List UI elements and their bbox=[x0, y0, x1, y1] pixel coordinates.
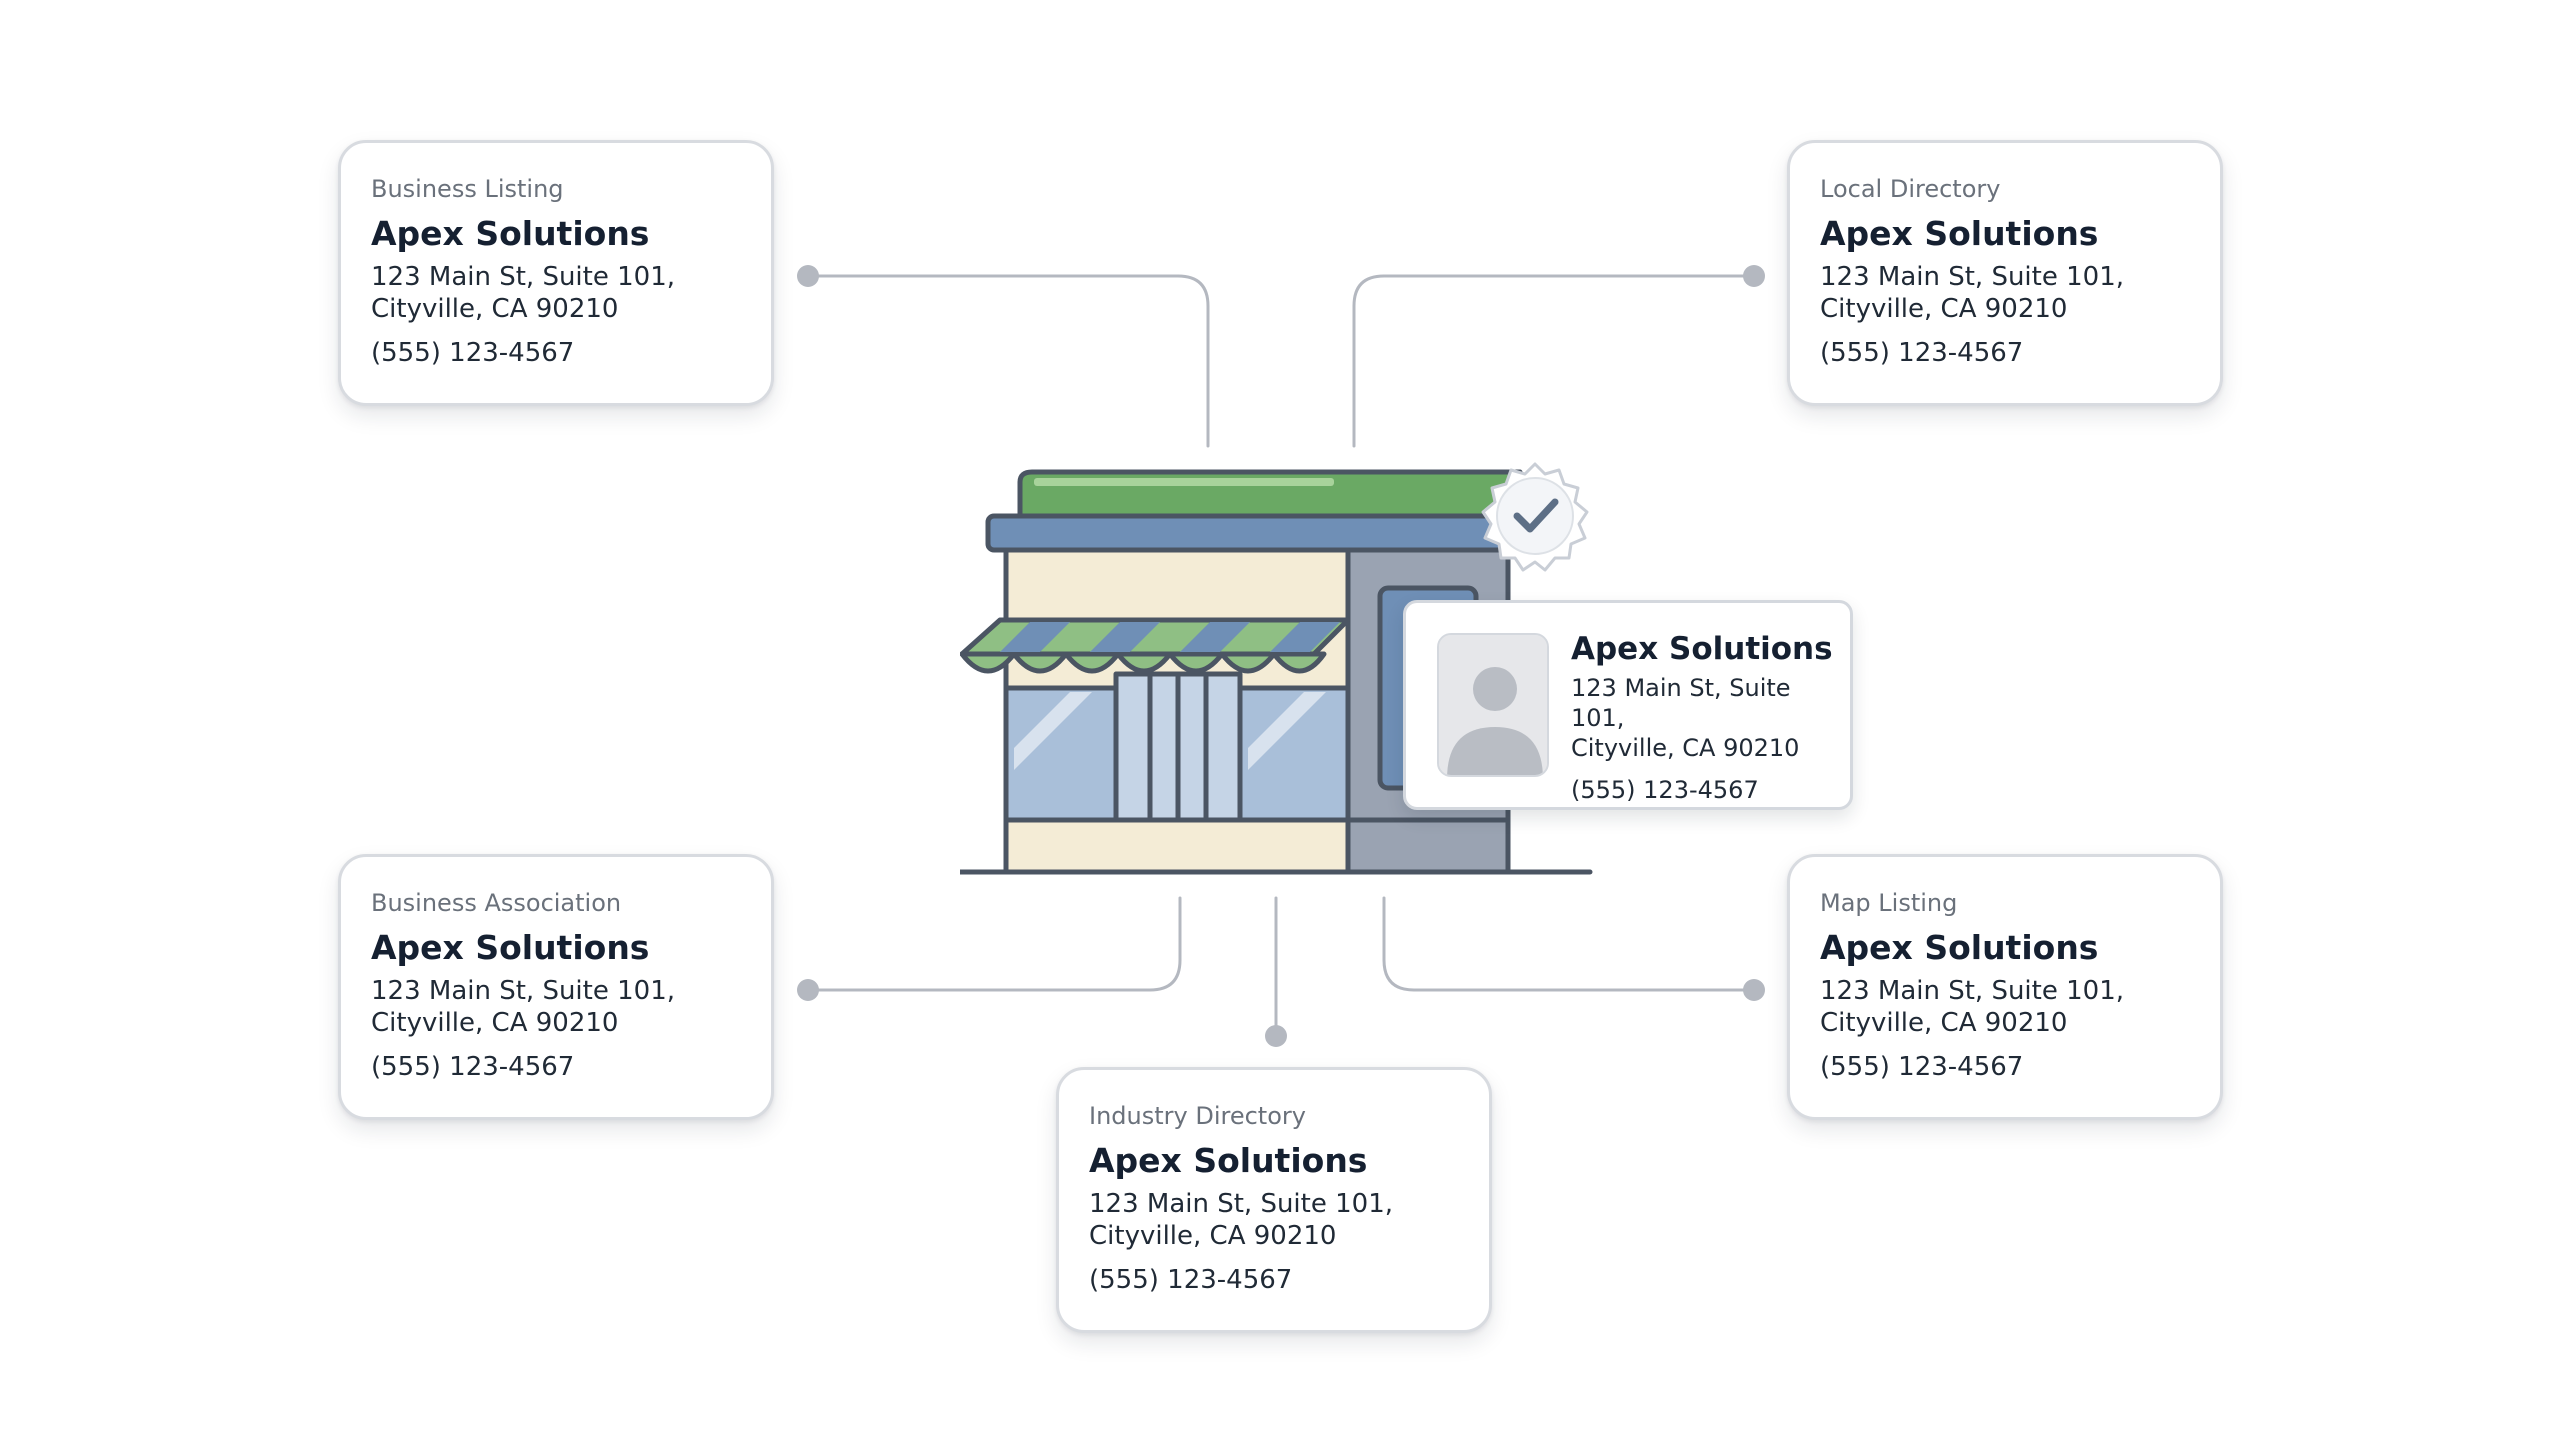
card-category: Map Listing bbox=[1820, 889, 1958, 917]
connector-business-listing bbox=[806, 274, 1210, 448]
profile-business-name: Apex Solutions bbox=[1571, 631, 1833, 667]
connector-dot bbox=[1743, 979, 1765, 1001]
card-phone: (555) 123-4567 bbox=[1820, 1052, 2024, 1082]
card-business-name: Apex Solutions bbox=[371, 928, 650, 967]
connector-dot bbox=[1265, 1025, 1287, 1047]
connector-business-association bbox=[806, 896, 1182, 992]
card-business-association: Business Association Apex Solutions 123 … bbox=[338, 854, 774, 1120]
card-category: Business Listing bbox=[371, 175, 564, 203]
connector-map-listing bbox=[1382, 896, 1756, 992]
card-map-listing: Map Listing Apex Solutions 123 Main St, … bbox=[1787, 854, 2223, 1120]
business-profile-card: Apex Solutions 123 Main St, Suite 101, C… bbox=[1403, 600, 1853, 810]
storefront-icon bbox=[960, 469, 1593, 875]
connector-dot bbox=[797, 265, 819, 287]
card-industry-directory: Industry Directory Apex Solutions 123 Ma… bbox=[1056, 1067, 1492, 1333]
card-phone: (555) 123-4567 bbox=[371, 1052, 575, 1082]
card-business-name: Apex Solutions bbox=[371, 214, 650, 253]
card-phone: (555) 123-4567 bbox=[1089, 1265, 1293, 1295]
profile-phone: (555) 123-4567 bbox=[1571, 776, 1759, 804]
card-business-name: Apex Solutions bbox=[1820, 214, 2099, 253]
card-business-name: Apex Solutions bbox=[1089, 1141, 1368, 1180]
card-address: 123 Main St, Suite 101, Cityville, CA 90… bbox=[371, 262, 676, 324]
card-phone: (555) 123-4567 bbox=[1820, 338, 2024, 368]
connector-dot bbox=[1743, 265, 1765, 287]
card-address: 123 Main St, Suite 101, Cityville, CA 90… bbox=[371, 976, 676, 1038]
card-address: 123 Main St, Suite 101, Cityville, CA 90… bbox=[1820, 976, 2125, 1038]
card-address: 123 Main St, Suite 101, Cityville, CA 90… bbox=[1089, 1189, 1394, 1251]
card-phone: (555) 123-4567 bbox=[371, 338, 575, 368]
profile-address: 123 Main St, Suite 101, Cityville, CA 90… bbox=[1571, 674, 1800, 762]
card-local-directory: Local Directory Apex Solutions 123 Main … bbox=[1787, 140, 2223, 406]
person-avatar-icon bbox=[1437, 633, 1549, 777]
card-category: Industry Directory bbox=[1089, 1102, 1306, 1130]
card-category: Business Association bbox=[371, 889, 622, 917]
card-category: Local Directory bbox=[1820, 175, 2001, 203]
card-business-name: Apex Solutions bbox=[1820, 928, 2099, 967]
checkmark-badge-icon bbox=[1481, 462, 1589, 572]
connector-local-directory bbox=[1352, 274, 1756, 448]
card-business-listing: Business Listing Apex Solutions 123 Main… bbox=[338, 140, 774, 406]
card-address: 123 Main St, Suite 101, Cityville, CA 90… bbox=[1820, 262, 2125, 324]
profile-details: Apex Solutions 123 Main St, Suite 101, C… bbox=[1571, 629, 1850, 805]
connector-dot bbox=[797, 979, 819, 1001]
